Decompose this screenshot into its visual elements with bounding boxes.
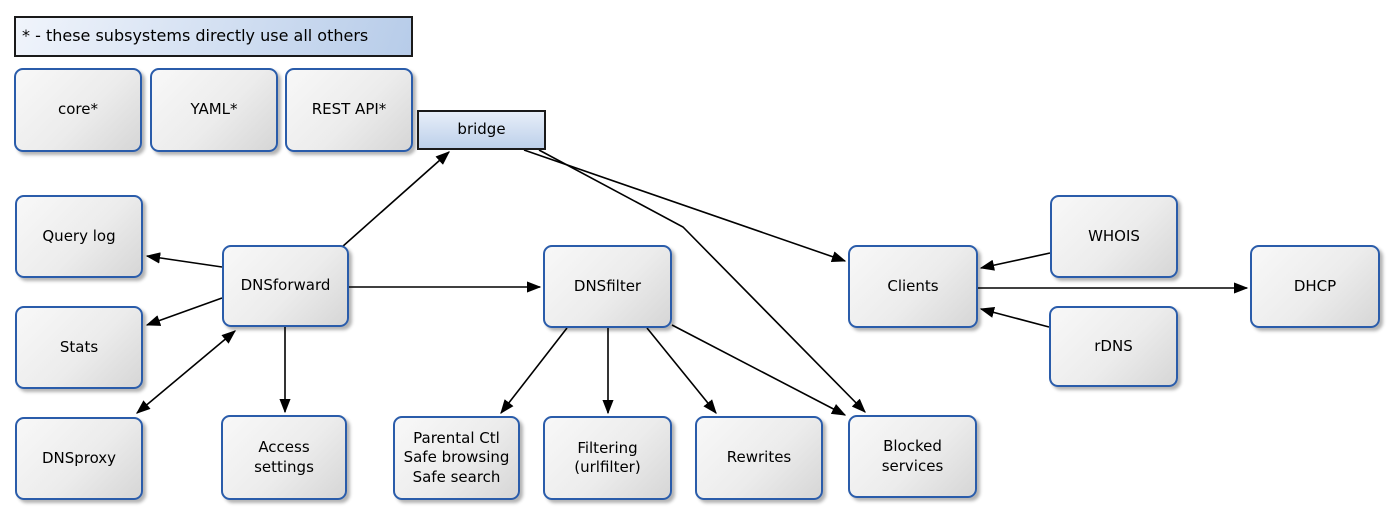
node-stats-label: Stats: [59, 337, 99, 356]
node-core-label: core*: [58, 100, 98, 119]
edge-dnsfilter-blocked: [671, 324, 847, 416]
node-dnsfilter: DNSfilter: [543, 245, 672, 328]
node-bridge-label: bridge: [457, 120, 506, 139]
node-core: core*: [14, 68, 142, 152]
node-dnsfilter-label: DNSfilter: [573, 276, 642, 295]
node-access-settings: Access settings: [221, 415, 347, 500]
node-rest-api: REST API*: [285, 68, 413, 152]
edge-rdns-clients: [979, 306, 1050, 328]
edge-whois-clients: [979, 252, 1051, 271]
edge-bridge-clients: [523, 149, 847, 263]
node-rewrites-label: Rewrites: [726, 448, 792, 467]
node-clients: Clients: [848, 245, 978, 328]
edge-dnsforward-querylog: [145, 252, 223, 268]
node-blocked-services-label: Blocked services: [881, 437, 944, 475]
node-dnsproxy-label: DNSproxy: [41, 448, 117, 467]
edge-dnsforward-dnsproxy: [136, 330, 236, 414]
node-filtering-urlfilter: Filtering (urlfilter): [543, 416, 672, 500]
node-rdns-label: rDNS: [1094, 336, 1133, 355]
node-rdns: rDNS: [1049, 306, 1178, 387]
node-stats: Stats: [15, 306, 143, 389]
node-dnsproxy: DNSproxy: [15, 417, 143, 500]
node-query-log: Query log: [15, 195, 143, 278]
node-parental-safe-label: Parental Ctl Safe browsing Safe search: [403, 428, 510, 486]
node-filtering-urlfilter-label: Filtering (urlfilter): [574, 438, 641, 477]
node-rewrites: Rewrites: [695, 416, 823, 500]
node-query-log-label: Query log: [42, 226, 116, 245]
edge-dnsforward-bridge: [341, 151, 450, 248]
node-whois: WHOIS: [1050, 195, 1178, 278]
node-rest-api-label: REST API*: [311, 100, 387, 119]
node-dhcp: DHCP: [1250, 245, 1380, 328]
edge-bridge-blocked: [538, 149, 866, 413]
node-bridge: bridge: [417, 110, 546, 150]
node-yaml-label: YAML*: [190, 100, 238, 119]
edge-dnsfilter-parental: [500, 327, 568, 415]
node-dnsforward: DNSforward: [222, 245, 349, 327]
node-parental-safe: Parental Ctl Safe browsing Safe search: [393, 416, 520, 500]
legend-text: * - these subsystems directly use all ot…: [22, 26, 369, 46]
node-whois-label: WHOIS: [1088, 226, 1140, 245]
node-dnsforward-label: DNSforward: [240, 276, 331, 295]
edge-dnsfilter-rewrites: [646, 327, 717, 414]
legend-note: * - these subsystems directly use all ot…: [14, 16, 413, 57]
node-access-settings-label: Access settings: [254, 438, 314, 476]
edge-dnsforward-stats: [145, 297, 223, 326]
node-clients-label: Clients: [887, 276, 939, 295]
node-yaml: YAML*: [150, 68, 278, 152]
node-blocked-services: Blocked services: [848, 415, 977, 498]
node-dhcp-label: DHCP: [1293, 276, 1337, 295]
